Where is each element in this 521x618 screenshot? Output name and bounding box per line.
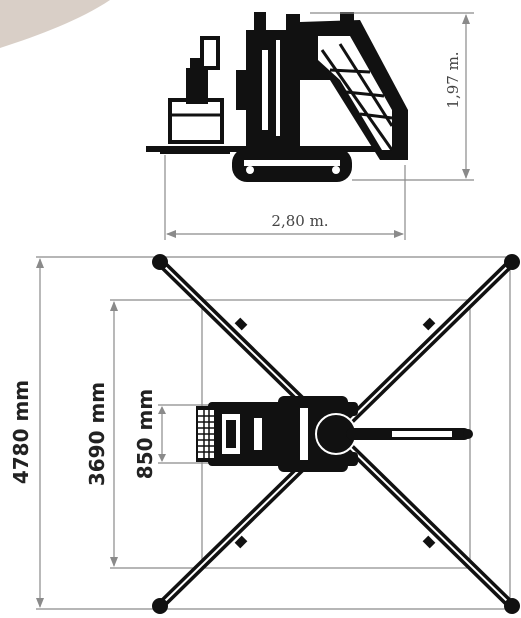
- corner-swoosh: [0, 0, 110, 48]
- pad-top-left: [152, 254, 168, 270]
- side-view: [146, 12, 408, 182]
- width-label: 2,80 m.: [271, 212, 328, 230]
- overall-length-label: 4780 mm: [9, 380, 33, 484]
- pad-top-right: [504, 254, 520, 270]
- work-basket: [168, 98, 224, 144]
- machine-body-top: [196, 396, 473, 472]
- outer-dimension-frame: [36, 256, 511, 610]
- height-dimension: [310, 12, 474, 181]
- pad-bottom-left: [152, 598, 168, 614]
- pad-bottom-right: [504, 598, 520, 614]
- height-label: 1,97 m.: [444, 51, 462, 108]
- track-width-dimension: [158, 404, 210, 464]
- track-width-label: 850 mm: [133, 389, 157, 479]
- width-dimension: [164, 155, 406, 240]
- outrigger-pads: [152, 254, 520, 614]
- inner-length-label: 3690 mm: [85, 382, 109, 486]
